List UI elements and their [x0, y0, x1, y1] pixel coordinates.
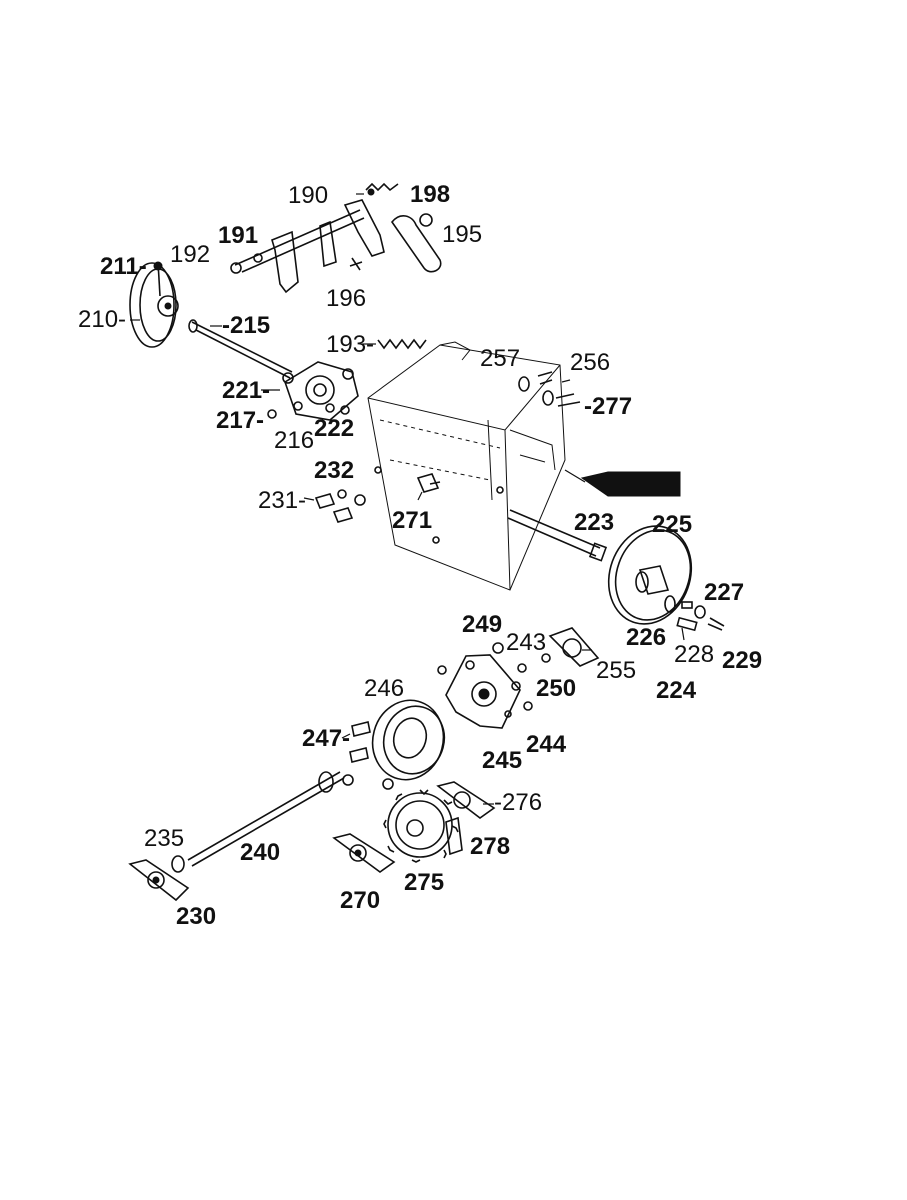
shift-lever-assembly	[230, 182, 442, 294]
spring-193	[377, 338, 427, 350]
callout-278: 278	[470, 833, 510, 860]
callout-217: 217-	[216, 407, 264, 434]
callout-229: 229	[722, 647, 762, 674]
callout-255: 255	[596, 657, 636, 684]
callout-230: 230	[176, 903, 216, 930]
bolts-247	[342, 721, 371, 786]
callout-246: 246	[364, 675, 404, 702]
label-tag	[564, 469, 681, 497]
friction-wheel-210	[129, 261, 179, 348]
frame-housing	[367, 341, 566, 591]
callout-211: 211-	[100, 253, 147, 280]
callout-235: 235	[144, 825, 184, 852]
flange-bearing-230	[128, 859, 190, 902]
hex-shaft-215	[188, 319, 293, 379]
callout-256: 256	[570, 349, 610, 376]
hardware-231-232	[314, 489, 366, 523]
callout-labels: 190 198 191 195 211- 192 196 210- -215 1…	[78, 181, 762, 930]
callout-192: 192	[170, 241, 210, 268]
callout-277: -277	[584, 393, 632, 420]
callout-270: 270	[340, 887, 380, 914]
callout-223: 223	[574, 509, 614, 536]
callout-215: -215	[222, 312, 270, 339]
callout-191: 191	[218, 222, 258, 249]
callout-222: 222	[314, 415, 354, 442]
callout-245: 245	[482, 747, 522, 774]
bearing-plate-245	[437, 654, 521, 729]
callout-225: 225	[652, 511, 692, 538]
leader-lines	[130, 193, 592, 805]
callout-226: 226	[626, 624, 666, 651]
callout-244: 244	[526, 731, 567, 758]
bearing-flange-255	[492, 627, 600, 711]
hardware-256-257-277	[518, 371, 581, 407]
callout-243: 243	[506, 629, 546, 656]
callout-240: 240	[240, 839, 280, 866]
flange-bearing-276	[436, 781, 496, 819]
callout-221: 221-	[222, 377, 270, 404]
bearing-flange-216	[267, 361, 359, 421]
callout-228: 228	[674, 641, 714, 668]
hardware-226-229	[664, 595, 725, 641]
shaft-223	[507, 509, 608, 562]
callout-195: 195	[442, 221, 482, 248]
callout-216: 216	[274, 427, 314, 454]
callout-227: 227	[704, 579, 744, 606]
callout-224: 224	[656, 677, 697, 704]
sprocket-275	[382, 778, 463, 863]
callout-198: 198	[410, 181, 450, 208]
callout-210: 210-	[78, 306, 126, 333]
callout-231: 231-	[258, 487, 306, 514]
callout-193: 193-	[326, 331, 374, 358]
callout-271: 271	[392, 507, 432, 534]
axle-240	[171, 771, 345, 873]
drive-disc-225	[607, 525, 693, 625]
callout-249: 249	[462, 611, 502, 638]
callout-250: 250	[536, 675, 576, 702]
callout-196: 196	[326, 285, 366, 312]
callout-276: -276	[494, 789, 542, 816]
callout-257: 257	[480, 345, 520, 372]
callout-247: 247-	[302, 725, 350, 752]
callout-232: 232	[314, 457, 354, 484]
callout-275: 275	[404, 869, 444, 896]
hub-246	[371, 699, 446, 781]
callout-190: 190	[288, 182, 328, 209]
flange-bearing-270	[332, 833, 396, 873]
